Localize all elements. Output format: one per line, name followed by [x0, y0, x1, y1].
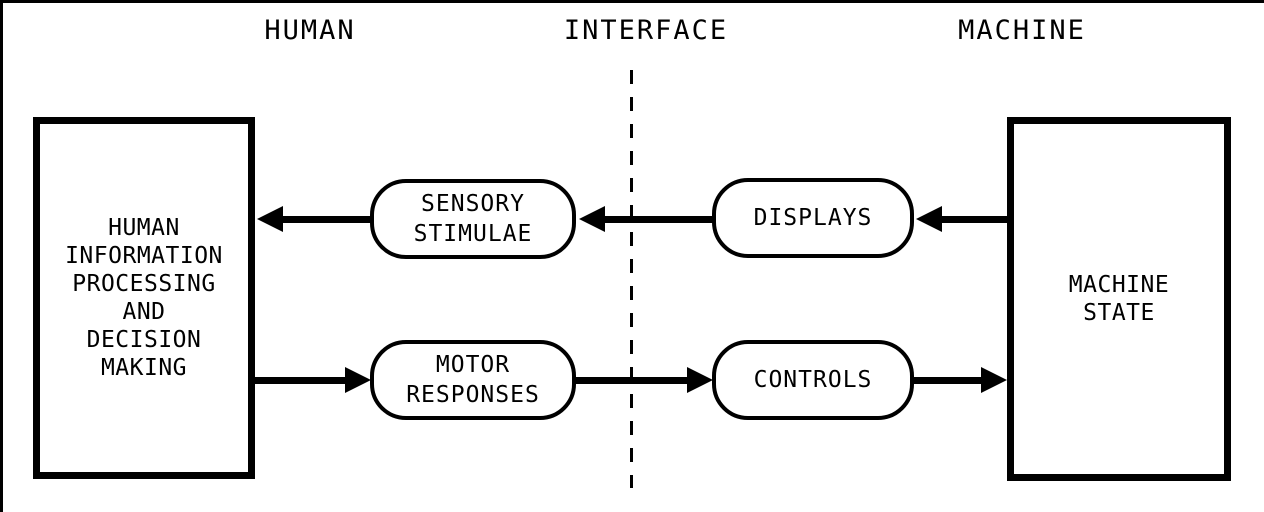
arrowhead-right-icon — [981, 367, 1007, 393]
node-motor-responses-label: MOTOR RESPONSES — [406, 350, 540, 410]
arrow-sensory-stimulae-to-human — [257, 206, 371, 232]
node-displays-label: DISPLAYS — [753, 205, 873, 231]
machine-state-box: MACHINE STATE — [1007, 117, 1231, 481]
human-information-processing-box: HUMAN INFORMATION PROCESSING AND DECISIO… — [33, 117, 255, 479]
arrow-displays-to-sensory-stimulae — [579, 206, 713, 232]
node-label-line: RESPONSES — [406, 382, 540, 408]
node-label-line: MOTOR — [435, 352, 511, 378]
human-box-label-line: AND — [122, 299, 166, 325]
node-motor-responses: MOTOR RESPONSES — [370, 340, 576, 420]
human-box-label: HUMAN INFORMATION PROCESSING AND DECISIO… — [65, 214, 223, 382]
arrow-machine-state-to-displays — [916, 206, 1008, 232]
node-controls-label: CONTROLS — [753, 367, 873, 393]
arrowhead-left-icon — [579, 206, 605, 232]
human-box-label-line: INFORMATION — [65, 243, 223, 269]
human-box-label-line: MAKING — [100, 355, 188, 381]
node-controls: CONTROLS — [712, 340, 914, 420]
human-box-label-line: DECISION — [86, 327, 202, 353]
arrowhead-left-icon — [916, 206, 942, 232]
arrow-shaft — [575, 377, 691, 384]
machine-box-label: MACHINE STATE — [1069, 271, 1169, 327]
arrow-motor-responses-to-controls — [575, 367, 713, 393]
column-header-machine: MACHINE — [958, 15, 1086, 46]
arrow-shaft — [938, 216, 1008, 223]
arrowhead-left-icon — [257, 206, 283, 232]
arrowhead-right-icon — [687, 367, 713, 393]
machine-box-label-line: STATE — [1083, 300, 1155, 326]
arrow-controls-to-machine-state — [912, 367, 1007, 393]
node-sensory-stimulae: SENSORY STIMULAE — [370, 179, 576, 259]
machine-box-label-line: MACHINE — [1068, 272, 1170, 298]
arrowhead-right-icon — [345, 367, 371, 393]
column-header-human: HUMAN — [264, 15, 356, 46]
arrow-shaft — [255, 377, 349, 384]
figure-frame-top-edge — [0, 0, 1264, 3]
figure-frame-left-edge — [0, 0, 3, 512]
arrow-shaft — [912, 377, 985, 384]
node-label-line: STIMULAE — [413, 221, 533, 247]
node-displays: DISPLAYS — [712, 178, 914, 258]
column-header-interface: INTERFACE — [563, 15, 729, 46]
arrow-shaft — [601, 216, 713, 223]
arrow-shaft — [279, 216, 371, 223]
arrow-human-to-motor-responses — [255, 367, 371, 393]
node-sensory-stimulae-label: SENSORY STIMULAE — [414, 189, 533, 249]
human-box-label-line: HUMAN — [108, 215, 180, 241]
interface-divider-dashed-line — [630, 70, 633, 488]
human-box-label-line: PROCESSING — [72, 271, 216, 297]
node-label-line: SENSORY — [421, 191, 525, 217]
